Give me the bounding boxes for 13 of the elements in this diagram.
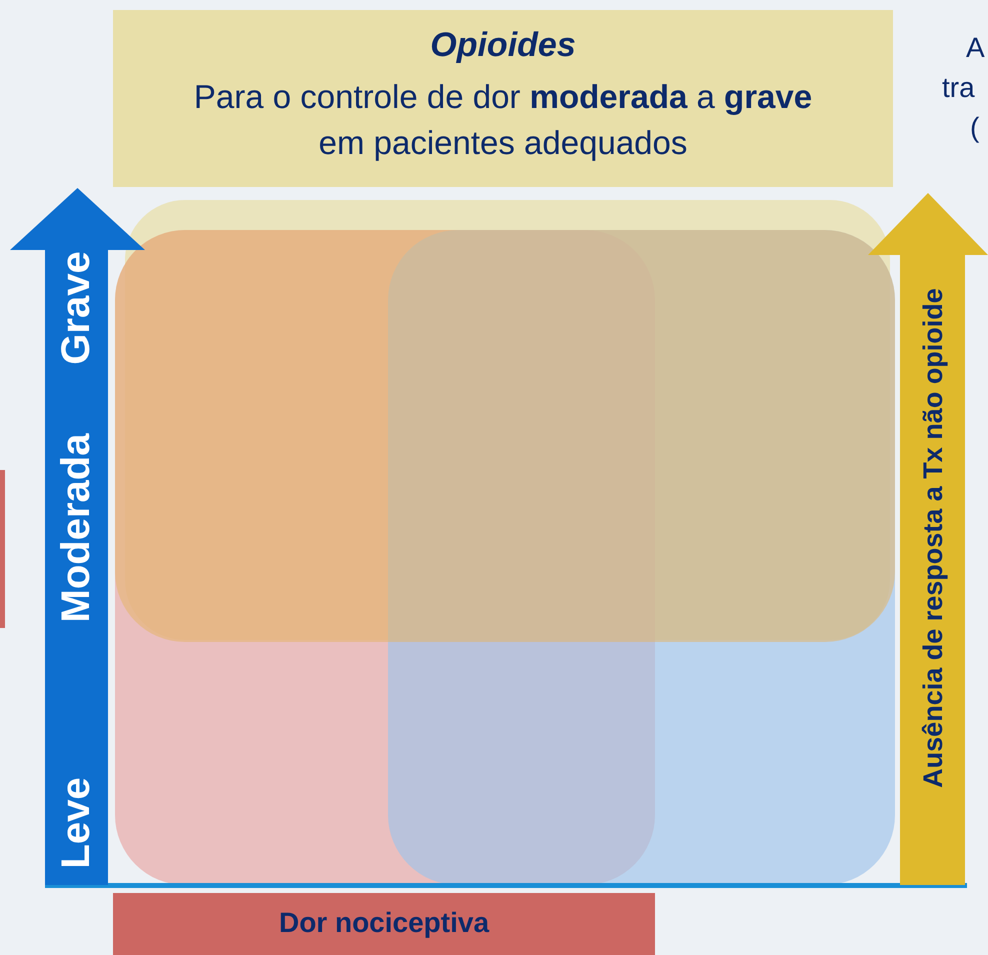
cut-off-text: A bbox=[966, 32, 985, 64]
subtitle-text: Para o controle de dor moderada a grave em pacientes adequados bbox=[192, 77, 814, 163]
bar-label: Dor nociceptiva bbox=[278, 907, 490, 939]
cut-off-text: tra bbox=[942, 72, 975, 104]
response-label: Ausência de resposta a Tx não opioide bbox=[917, 287, 949, 790]
title-box bbox=[113, 10, 893, 187]
severity-label: Moderada bbox=[53, 432, 99, 624]
cut-off-text: ( bbox=[970, 112, 980, 144]
severity-arrow bbox=[10, 188, 145, 885]
response-arrow bbox=[868, 193, 988, 885]
severity-label: Leve bbox=[53, 776, 99, 871]
title-text: Opioides bbox=[429, 26, 577, 65]
pain-type-bar bbox=[113, 893, 655, 955]
